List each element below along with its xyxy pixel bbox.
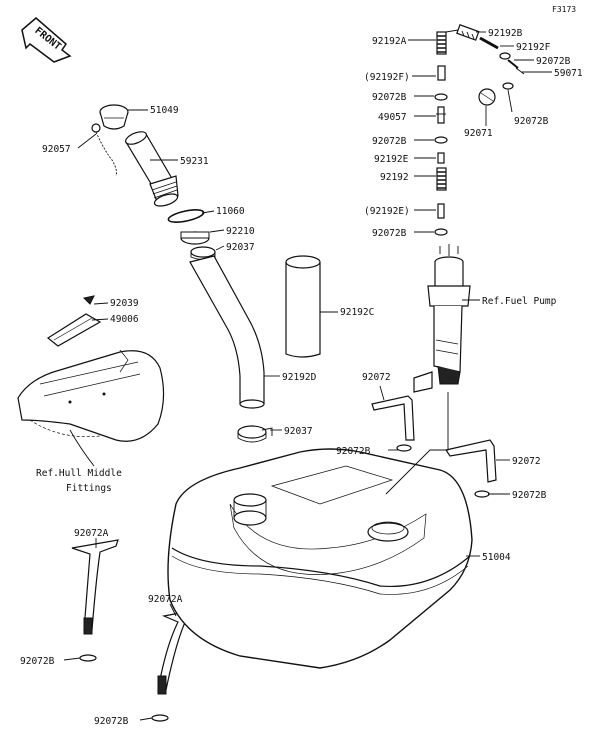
hose-clamp-upper (180, 231, 210, 245)
fuel-pump (413, 244, 471, 393)
callout-11060: 11060 (216, 206, 245, 217)
callout-92192c: 92192C (340, 307, 374, 318)
callout-92072b-9: 92072B (512, 490, 547, 501)
o-ring (167, 209, 205, 223)
callout-92072b-8: 92072B (336, 446, 371, 457)
callout-92071: 92071 (464, 128, 493, 139)
callout-92072b-6: 92072B (536, 56, 571, 67)
callout-labels: 51049 92057 59231 11060 92210 92037 9203… (20, 28, 583, 727)
callout-92210: 92210 (226, 226, 255, 237)
callout-92192d: 92192D (282, 372, 317, 383)
strap-tank-a1 (71, 539, 119, 635)
callout-92072b-1: 92072B (20, 656, 55, 667)
fuel-cap (99, 104, 129, 130)
callout-92192f: 92192F (516, 42, 551, 53)
callout-92072b-7: 92072B (514, 116, 549, 127)
callout-92072b-2: 92072B (94, 716, 129, 727)
ref-hull-label-2: Fittings (66, 483, 112, 494)
callout-51049: 51049 (150, 105, 179, 116)
callout-92192b: 92192B (488, 28, 523, 39)
cap-tether (91, 123, 117, 177)
callout-92192a: 92192A (372, 36, 407, 47)
callout-92072-1: 92072 (362, 372, 391, 383)
callout-49006: 49006 (110, 314, 139, 325)
filler-hose (189, 255, 265, 409)
vent-hose-large (285, 255, 321, 358)
callout-92072b-5: 92072B (372, 228, 407, 239)
ref-hull-label-1: Ref.Hull Middle (36, 468, 122, 479)
filler-neck (125, 131, 179, 207)
front-arrow-icon: FRONT (21, 17, 72, 63)
callout-92072a-1: 92072A (74, 528, 109, 539)
callout-92039: 92039 (110, 298, 139, 309)
callout-92192e: 92192E (374, 154, 409, 165)
callout-49057: 49057 (378, 112, 407, 123)
hose-clamp-lower (237, 425, 273, 443)
callout-92192f-paren: (92192F) (364, 72, 410, 83)
callout-92037-upper: 92037 (226, 242, 255, 253)
callout-92072b-3: 92072B (372, 92, 407, 103)
callout-92192e-paren: (92192E) (364, 206, 410, 217)
callout-92192: 92192 (380, 172, 409, 183)
callout-92037-lower: 92037 (284, 426, 313, 437)
callout-92072-2: 92072 (512, 456, 541, 467)
pump-hose-stack (434, 31, 448, 236)
callout-59231: 59231 (180, 156, 209, 167)
vent-line-assembly (445, 24, 525, 106)
strap-pump-right (445, 439, 497, 483)
callout-92072a-2: 92072A (148, 594, 183, 605)
callout-92057: 92057 (42, 144, 71, 155)
figure-code: F3173 (552, 5, 576, 14)
callout-59071: 59071 (554, 68, 583, 79)
hull-middle-fittings (17, 295, 165, 442)
callout-92072b-4: 92072B (372, 136, 407, 147)
leader-lines (63, 31, 552, 721)
fuel-tank (167, 448, 473, 669)
ref-fuel-pump-label: Ref.Fuel Pump (482, 296, 557, 307)
callout-51004: 51004 (482, 552, 511, 563)
strap-pump-left (371, 395, 415, 441)
